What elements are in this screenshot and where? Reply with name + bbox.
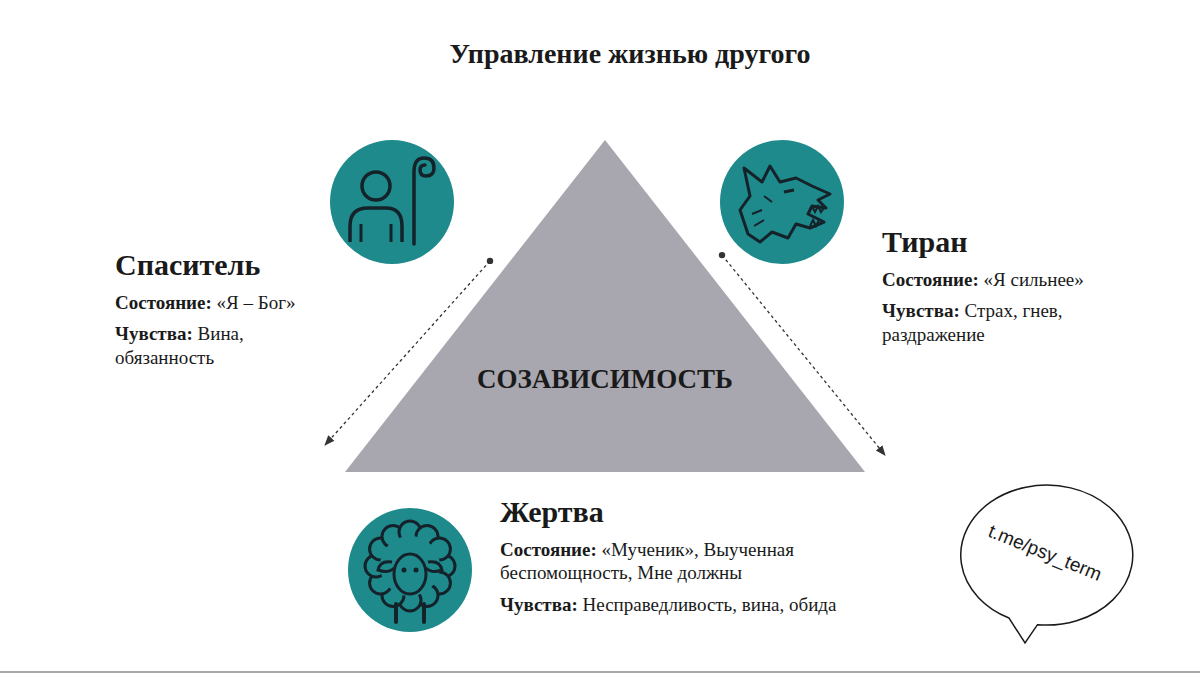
sheep-wool xyxy=(365,521,455,611)
shepherd-arms xyxy=(361,224,391,242)
tyrant-role: ТиранСостояние:«Я сильнее» Чувства:Страх,… xyxy=(722,135,1140,370)
role-heading: Спаситель xyxy=(115,248,335,283)
role-row: Чувства:Вина, обязанность xyxy=(115,322,335,370)
arrow-start-dot xyxy=(719,252,725,258)
node-content: СпасительСостояние:«Я – Бог» Чувства:Вина… xyxy=(115,248,335,370)
arrow-start-dot xyxy=(487,258,493,264)
node-content: СОЗАВИСИМОСТЬ xyxy=(445,364,765,395)
role-row: Чувства:Несправедливость, вина, обида xyxy=(500,593,872,617)
field-value: «Я сильнее» xyxy=(984,269,1084,290)
icon-circle xyxy=(720,140,844,264)
sheep-legs xyxy=(396,604,424,622)
shepherd-body xyxy=(350,208,402,242)
field-key: Состояние: xyxy=(500,539,597,560)
role-heading: Жертва xyxy=(500,495,872,530)
field-value: «Я – Бог» xyxy=(217,292,296,313)
tyrant-icon xyxy=(720,140,844,264)
role-row: Чувства:Страх, гнев, раздражение xyxy=(882,299,1134,347)
role-row: Состояние:«Я – Бог» xyxy=(115,291,335,315)
shepherd-head xyxy=(362,172,390,200)
field-value: Несправедливость, вина, обида xyxy=(583,594,837,615)
victim-icon xyxy=(348,508,472,632)
field-key: Состояние: xyxy=(882,269,979,290)
role-row: Состояние:«Я сильнее» xyxy=(882,268,1134,292)
icon-circle xyxy=(348,508,472,632)
node-content: t.me/psy_term xyxy=(965,542,1125,564)
triangle-fill xyxy=(345,140,865,472)
rescuer-role: СпасительСостояние:«Я – Бог» Чувства:Вина… xyxy=(108,135,490,376)
center-label: СОЗАВИСИМОСТЬ xyxy=(445,364,765,395)
wolf-teeth xyxy=(810,206,824,226)
watermark-bubble: t.me/psy_term xyxy=(955,480,1135,650)
field-key: Состояние: xyxy=(115,292,212,313)
rescuer-icon xyxy=(330,140,454,264)
node-content: ТиранСостояние:«Я сильнее» Чувства:Страх,… xyxy=(882,225,1134,347)
node-content: ЖертваСостояние:«Мученик», Выученная бес… xyxy=(500,495,872,617)
sheep-face xyxy=(394,554,426,594)
field-key: Чувства: xyxy=(115,323,193,344)
field-key: Чувства: xyxy=(882,300,960,321)
wolf-head xyxy=(740,166,830,242)
diagram-title: Управление жизнью другого xyxy=(300,38,960,70)
codependency-triangle: СОЗАВИСИМОСТЬ xyxy=(345,140,865,472)
bubble-outline xyxy=(961,485,1133,643)
wolf-fur xyxy=(752,196,772,226)
sheep-eye xyxy=(402,568,407,573)
role-row: Состояние:«Мученик», Выученная беспомощн… xyxy=(500,538,872,586)
triangle-shape xyxy=(345,140,865,472)
wolf-eye xyxy=(784,190,794,192)
shepherd-staff xyxy=(414,158,434,244)
field-key: Чувства: xyxy=(500,594,578,615)
role-heading: Тиран xyxy=(882,225,1134,260)
icon-circle xyxy=(330,140,454,264)
victim-role: ЖертваСостояние:«Мученик», Выученная бес… xyxy=(320,445,885,655)
sheep-eye xyxy=(414,568,419,573)
bottom-rule xyxy=(0,671,1200,673)
